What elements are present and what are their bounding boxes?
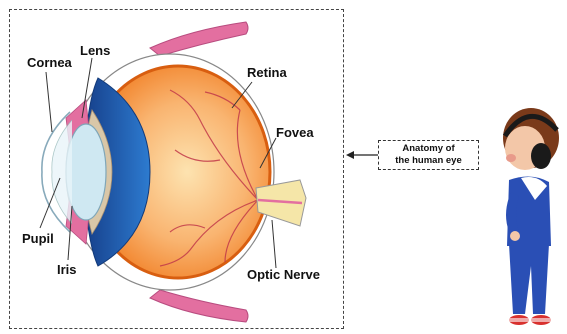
label-optic-nerve: Optic Nerve xyxy=(247,268,320,281)
label-retina: Retina xyxy=(247,66,287,79)
label-cornea: Cornea xyxy=(27,56,72,69)
top-eye-muscle xyxy=(150,22,248,56)
label-fovea: Fovea xyxy=(276,126,314,139)
label-lens: Lens xyxy=(80,44,110,57)
callout-line-1: Anatomy of xyxy=(402,143,454,155)
label-iris: Iris xyxy=(57,263,77,276)
callout-line-2: the human eye xyxy=(395,155,462,167)
character-with-headphones xyxy=(485,96,567,332)
anatomy-callout: Anatomy of the human eye xyxy=(378,140,479,170)
headphones-icon xyxy=(531,143,551,169)
label-pupil: Pupil xyxy=(22,232,54,245)
bottom-eye-muscle xyxy=(150,290,248,322)
